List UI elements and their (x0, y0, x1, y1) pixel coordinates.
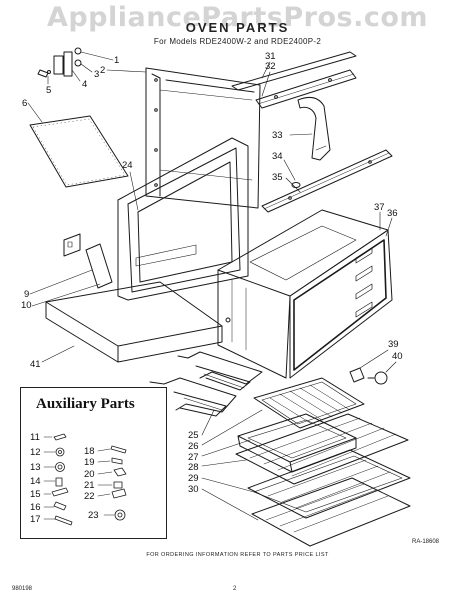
callout-41: 41 (30, 359, 41, 370)
callout-4: 4 (82, 79, 87, 90)
callout-5: 5 (46, 85, 51, 96)
callout-2: 2 (100, 65, 105, 76)
callout-26: 26 (188, 441, 199, 452)
aux-callout-21: 21 (84, 480, 95, 491)
hinge-hardware (37, 47, 82, 78)
aux-callout-13: 13 (30, 462, 41, 473)
aux-callout-11: 11 (30, 432, 40, 443)
oven-rack-upper (235, 413, 409, 485)
back-panel (29, 115, 129, 188)
callout-6: 6 (22, 98, 27, 109)
top-bracket-rail (231, 51, 357, 109)
callout-3: 3 (94, 69, 99, 80)
callout-10: 10 (21, 300, 32, 311)
side-bracket (29, 233, 113, 307)
callout-27: 27 (188, 452, 199, 463)
callout-29: 29 (188, 473, 199, 484)
callout-25: 25 (188, 430, 199, 441)
callout-39: 39 (388, 339, 399, 350)
callout-37: 37 (374, 202, 385, 213)
aux-callout-16: 16 (30, 502, 41, 513)
callout-35: 35 (272, 172, 283, 183)
leader-lines-top-left (27, 51, 114, 123)
callout-28: 28 (188, 462, 199, 473)
aux-callout-15: 15 (30, 489, 41, 500)
front-frame (117, 137, 249, 301)
callout-30: 30 (188, 484, 199, 495)
bake-broil-elements (149, 351, 263, 417)
auxiliary-parts-box (20, 387, 167, 539)
aux-callout-23: 23 (88, 510, 99, 521)
oven-rack-lower (247, 449, 411, 519)
watermark: AppliancePartsPros.com (46, 2, 429, 33)
page-title: OVEN PARTS (185, 20, 290, 35)
reference-code: RA-18608 (412, 539, 440, 545)
document-code: 980198 (12, 586, 33, 592)
page-number: 2 (233, 586, 237, 592)
callout-36: 36 (387, 208, 398, 219)
auxiliary-parts-title: Auxiliary Parts (36, 396, 135, 412)
aux-callout-18: 18 (84, 446, 95, 457)
callout-31: 31 (265, 51, 276, 62)
aux-callout-12: 12 (30, 447, 41, 458)
aux-callout-22: 22 (84, 491, 95, 502)
aux-callout-14: 14 (30, 476, 41, 487)
aux-callout-20: 20 (84, 469, 95, 480)
callout-32: 32 (265, 61, 276, 72)
callout-34: 34 (272, 151, 283, 162)
callout-1: 1 (114, 55, 119, 66)
oven-light (349, 349, 397, 385)
leader-lines-top-right (261, 61, 271, 97)
leader-lines-bottom (201, 409, 263, 521)
aux-callout-17: 17 (30, 514, 41, 525)
oven-cavity (217, 209, 393, 379)
broiler-pan-grid (253, 377, 365, 429)
callout-33: 33 (272, 130, 283, 141)
callout-40: 40 (392, 351, 403, 362)
aux-callout-19: 19 (84, 457, 95, 468)
oven-rack-bottom (251, 477, 411, 547)
page-subtitle: For Models RDE2400W-2 and RDE2400P-2 (153, 37, 322, 46)
bottom-panel (41, 281, 223, 363)
callout-9: 9 (24, 289, 29, 300)
grommet-and-rail (261, 149, 393, 213)
callout-labels: 1 2 3 4 5 6 9 10 24 31 32 33 34 35 37 36… (21, 51, 403, 525)
aux-small-parts (43, 433, 127, 526)
callout-24: 24 (122, 160, 133, 171)
ordering-note: FOR ORDERING INFORMATION REFER TO PARTS … (146, 552, 329, 558)
vent-tube (289, 97, 331, 161)
broiler-pan (237, 413, 357, 473)
